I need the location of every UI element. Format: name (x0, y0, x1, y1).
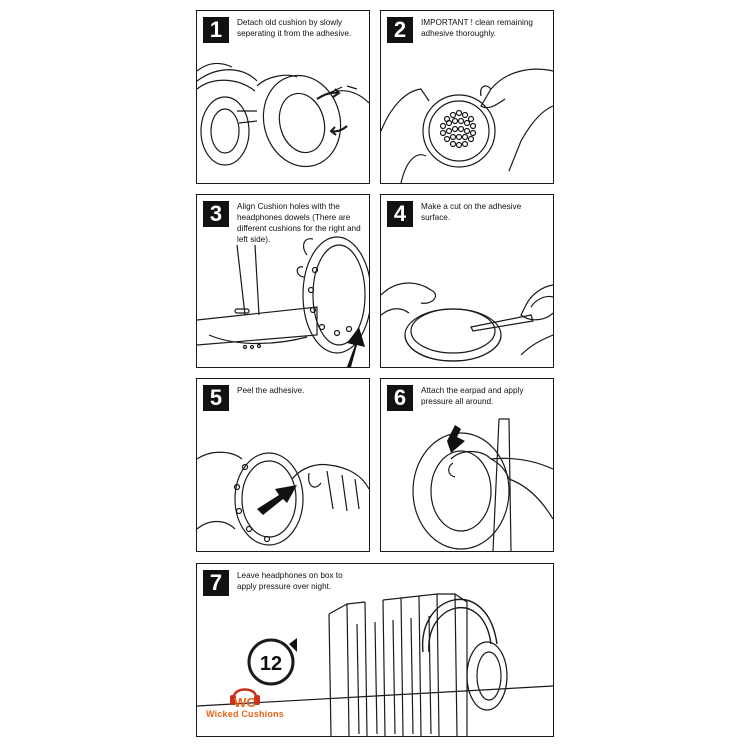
step-number: 3 (203, 201, 229, 227)
step-instruction: Peel the adhesive. (237, 386, 305, 395)
step-instruction: Attach the earpad and apply pressure all… (421, 386, 524, 406)
detach-cushion-illustration (197, 11, 369, 183)
logo-initials: WC (234, 695, 256, 710)
clock-hours-label: 12 (260, 653, 282, 675)
step-number: 2 (387, 17, 413, 43)
step-4-panel: 4 Make a cut on the adhesive surface. (380, 194, 554, 368)
wicked-cushions-logo: WC Wicked Cushions (200, 683, 290, 725)
step-3-panel: 3 Align Cushion holes with the headphone… (196, 194, 370, 368)
step-instruction: Detach old cushion by slowly seperating … (237, 18, 352, 38)
step-2-panel: 2 IMPORTANT ! clean remaining adhesive t… (380, 10, 554, 184)
step-number: 6 (387, 385, 413, 411)
step-number: 5 (203, 385, 229, 411)
step-instruction: Make a cut on the adhesive surface. (421, 202, 522, 222)
step-number: 4 (387, 201, 413, 227)
peel-adhesive-illustration (197, 379, 369, 551)
attach-earpad-illustration (381, 379, 553, 551)
step-instruction: IMPORTANT ! clean remaining adhesive tho… (421, 18, 533, 38)
clean-adhesive-illustration (381, 11, 553, 183)
step-instruction: Leave headphones on box to apply pressur… (237, 571, 343, 591)
step-6-panel: 6 Attach the earpad and apply pressure a… (380, 378, 554, 552)
step-1-panel: 1 Detach old cushion by slowly seperatin… (196, 10, 370, 184)
cut-adhesive-illustration (381, 195, 553, 367)
align-cushion-illustration (197, 195, 369, 367)
step-7-panel: 7 Leave headphones on box to apply press… (196, 563, 554, 737)
logo-mark: WC (230, 688, 260, 710)
step-number: 7 (203, 570, 229, 596)
step-instruction: Align Cushion holes with the headphones … (237, 202, 361, 244)
logo-name: Wicked Cushions (206, 709, 284, 719)
step-number: 1 (203, 17, 229, 43)
step-5-panel: 5 Peel the adhesive. (196, 378, 370, 552)
